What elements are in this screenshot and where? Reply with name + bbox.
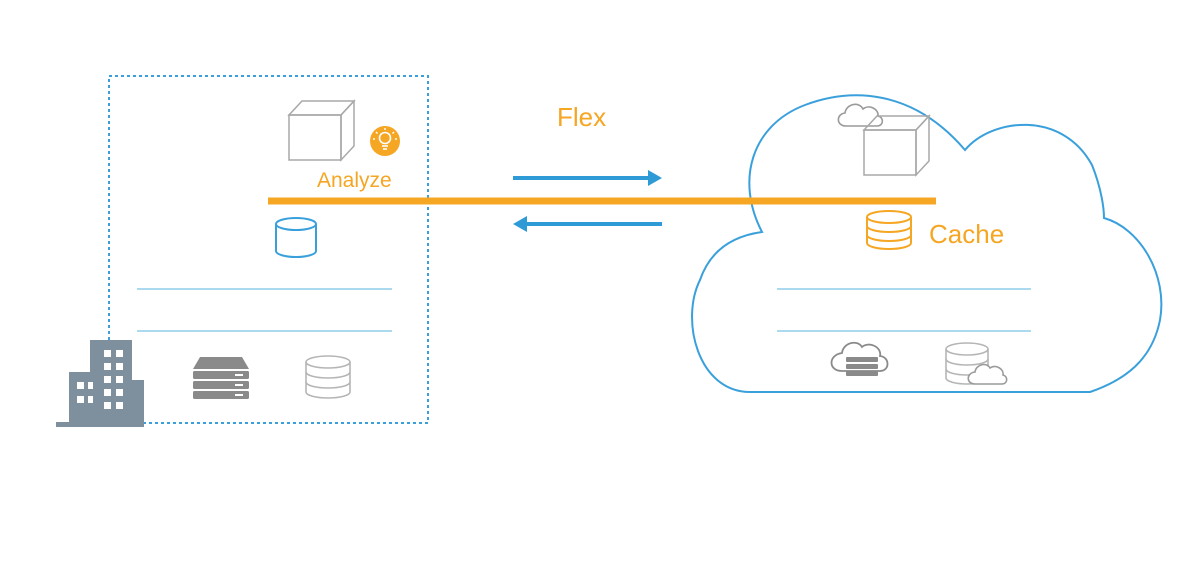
cloud-storage-icon (945, 342, 1008, 385)
arrow-left-icon (513, 216, 662, 232)
flex-label: Flex (557, 102, 607, 132)
database-icon (275, 217, 317, 258)
cloud-outline (691, 94, 1163, 393)
cache-icon (866, 210, 912, 250)
analyze-label: Analyze (317, 169, 392, 192)
cube-icon (287, 99, 356, 162)
lightbulb-icon (370, 126, 400, 156)
building-icon (56, 340, 144, 427)
on-premises-boundary (108, 75, 429, 424)
arrow-right-icon (513, 170, 662, 186)
storage-icon (305, 355, 351, 399)
cloud-icon (837, 103, 884, 127)
server-icon (193, 357, 249, 399)
cloud-server-icon (830, 341, 889, 376)
cache-label: Cache (929, 219, 1005, 249)
cloud-cube-icon (862, 114, 931, 177)
